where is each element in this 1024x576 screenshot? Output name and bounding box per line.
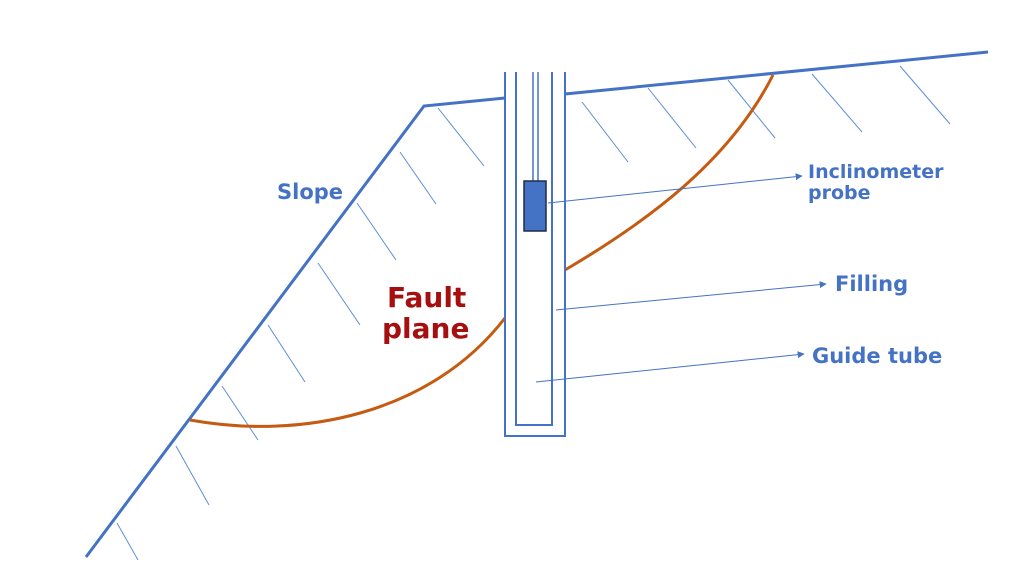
hatch-mark	[647, 87, 697, 149]
hatch-mark	[221, 385, 259, 441]
hatch-mark	[356, 202, 397, 261]
guide-tube-label: Guide tube	[812, 344, 942, 368]
probe-leader-arrow	[547, 173, 803, 204]
filling-label: Filling	[835, 272, 908, 296]
guide-tube-inner-wall	[515, 72, 553, 426]
hatch-mark	[437, 107, 485, 167]
soil-hatching	[116, 65, 951, 561]
fault-plane-label-line2: plane	[382, 312, 469, 345]
fault-plane-curve-upper	[564, 74, 775, 272]
inclinometer-probe-label-line1: Inclinometer	[808, 161, 944, 183]
fault-plane-label-line1: Fault	[387, 281, 466, 314]
inclinometer-probe-label-line2: probe	[808, 182, 871, 204]
fault-plane-curve-lower	[189, 317, 507, 428]
hatch-mark	[899, 65, 951, 125]
filling-leader-arrow	[555, 281, 827, 311]
hatch-mark	[317, 262, 361, 326]
guide-tube	[504, 72, 566, 437]
hatch-mark	[116, 522, 139, 561]
slope-label: Slope	[277, 180, 343, 204]
hatch-mark	[175, 445, 210, 506]
hatch-mark	[811, 73, 863, 133]
hatch-mark	[581, 101, 629, 163]
guide-tube-leader-arrow	[535, 351, 805, 383]
guide-tube-outer-wall	[504, 72, 566, 437]
leader-arrows	[535, 173, 827, 383]
ground-surface-line	[564, 50, 989, 96]
inclinometer-probe	[523, 180, 547, 232]
slope-surface-line	[84, 96, 506, 558]
hatch-mark	[267, 324, 306, 383]
hatch-mark	[399, 151, 437, 205]
